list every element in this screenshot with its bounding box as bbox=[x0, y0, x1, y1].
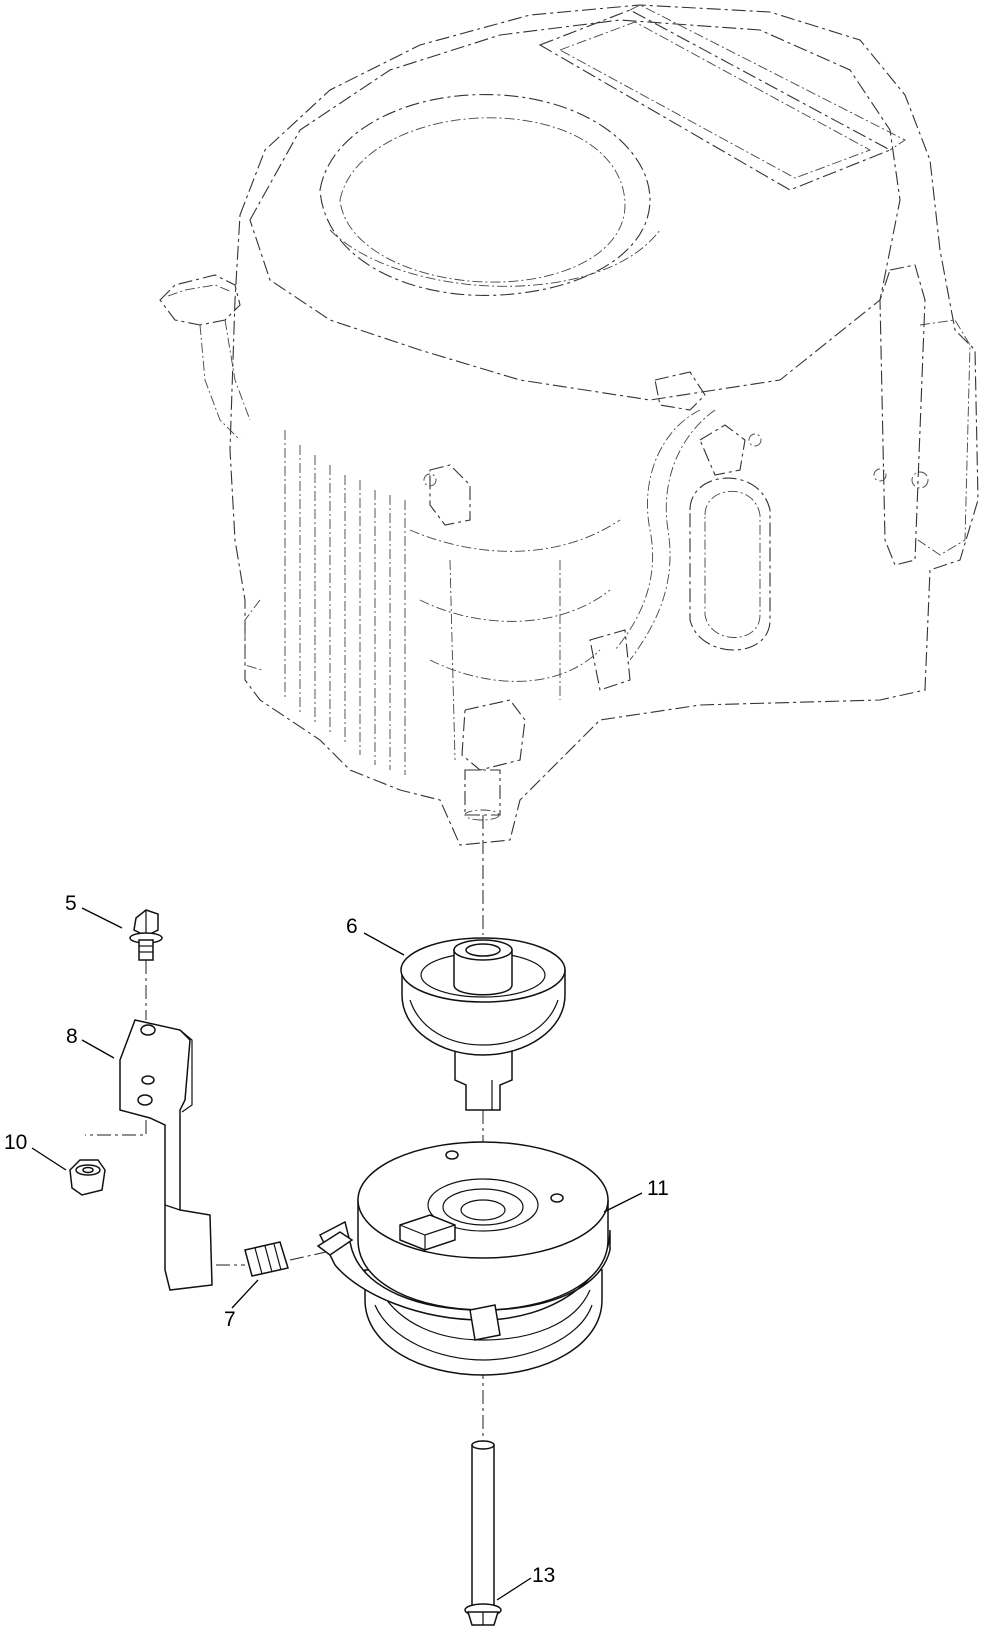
callout-7: 7 bbox=[224, 1308, 236, 1331]
engine-ghost-outline bbox=[159, 4, 979, 846]
pulley bbox=[400, 937, 566, 1111]
callout-8: 8 bbox=[66, 1025, 78, 1048]
flange-nut bbox=[69, 1159, 106, 1196]
clutch-bracket bbox=[119, 1019, 213, 1291]
callout-labels: 5 6 8 10 11 7 13 bbox=[4, 892, 669, 1587]
callout-13: 13 bbox=[532, 1564, 555, 1587]
leader-lines bbox=[31, 907, 643, 1601]
bolt bbox=[129, 909, 163, 961]
callout-5: 5 bbox=[65, 892, 77, 915]
callout-6: 6 bbox=[346, 915, 358, 938]
spacer bbox=[244, 1241, 289, 1277]
clutch-bolt bbox=[464, 1440, 502, 1626]
callout-10: 10 bbox=[4, 1131, 27, 1154]
electric-clutch bbox=[316, 1141, 611, 1376]
callout-11: 11 bbox=[647, 1177, 669, 1200]
